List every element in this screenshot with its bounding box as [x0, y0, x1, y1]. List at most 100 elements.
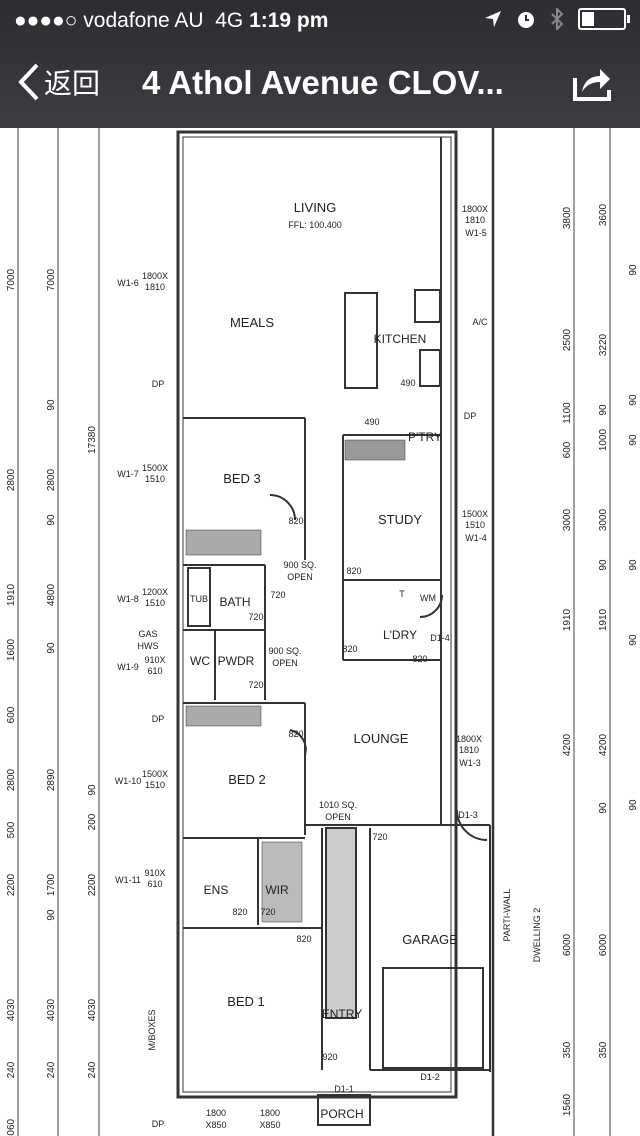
back-label: 返回 [44, 68, 101, 99]
misc-label-gas: GAS [138, 629, 157, 639]
room-label-lounge: LOUNGE [354, 731, 409, 746]
misc-label-dp: DP [152, 1119, 165, 1129]
window-size: 1500X [462, 509, 488, 519]
dimension-label: 90 [598, 559, 609, 571]
dimension-label: 90 [628, 559, 639, 571]
dimension-label: 820 [232, 907, 247, 917]
window-tag: W1-5 [465, 228, 487, 238]
location-arrow-icon [485, 11, 501, 27]
dimension-label: 2800 [46, 468, 57, 491]
door-tag: D1-1 [334, 1084, 354, 1094]
dimension-label: 90 [46, 909, 57, 921]
dimension-label: 820 [288, 729, 303, 739]
room-label-t: T [399, 589, 405, 599]
window-tag: W1-4 [465, 533, 487, 543]
dimension-label: 1000 [598, 428, 609, 451]
room-label-bed3: BED 3 [223, 471, 261, 486]
dimension-label: 3000 [598, 508, 609, 531]
dimension-label: 1910 [598, 608, 609, 631]
dimension-label: 2500 [562, 328, 573, 351]
dimension-label: 7000 [6, 268, 17, 291]
misc-label-dp: DP [152, 714, 165, 724]
dimension-label: 2200 [6, 873, 17, 896]
room-label-tub: TUB [190, 594, 208, 604]
dimension-label: 90 [46, 514, 57, 526]
dimension-label: 90 [46, 642, 57, 654]
dimension-label: 350 [598, 1041, 609, 1058]
clock: 1:19 pm [249, 9, 329, 32]
misc-label-dp: DP [464, 411, 477, 421]
dimension-label: 2890 [46, 768, 57, 791]
misc-label-w1800a: 1800 [206, 1108, 226, 1118]
signal-strength: ●●●●○ [14, 9, 78, 32]
dimension-label: 3800 [562, 206, 573, 229]
room-label-kitchen: KITCHEN [374, 332, 427, 346]
room-label-porch: PORCH [320, 1107, 363, 1121]
dimension-label: 600 [562, 441, 573, 458]
dimension-label: 820 [412, 654, 427, 664]
dimension-label: 720 [372, 832, 387, 842]
misc-label-x850b: X850 [259, 1120, 280, 1130]
opening-label: 1010 SQ. [319, 800, 357, 810]
room-label-wir: WIR [265, 883, 289, 897]
window-size: 1200X [142, 587, 168, 597]
room-label-ens: ENS [204, 883, 229, 897]
misc-label-hws: HWS [138, 641, 159, 651]
dimension-label: 200 [87, 813, 98, 830]
share-button[interactable] [572, 64, 612, 107]
window-size: 910X [144, 868, 165, 878]
navigation-bar: 返回 4 Athol Avenue CLOV... [0, 40, 640, 128]
room-label-entry: ENTRY [322, 1007, 362, 1021]
room-label-bath: BATH [219, 595, 250, 609]
dimension-label: 2800 [6, 768, 17, 791]
opening-label: OPEN [287, 572, 313, 582]
misc-label-x850a: X850 [205, 1120, 226, 1130]
dimension-label: 240 [46, 1061, 57, 1078]
window-size: 1800X [142, 271, 168, 281]
window-size: 1800X [462, 204, 488, 214]
window-tag: W1-9 [117, 662, 139, 672]
mboxes-label: M/BOXES [147, 1009, 157, 1050]
dimension-label: 4200 [598, 733, 609, 756]
room-label-bed1: BED 1 [227, 994, 265, 1009]
window-size: 610 [147, 879, 162, 889]
room-label-pwdr: PWDR [218, 654, 255, 668]
opening-label: OPEN [272, 658, 298, 668]
dimension-label: 1600 [6, 638, 17, 661]
window-tag: W1-8 [117, 594, 139, 604]
dimension-label: 6000 [562, 933, 573, 956]
misc-label-w1800b: 1800 [260, 1108, 280, 1118]
dimension-label: 90 [598, 404, 609, 416]
dimension-label: 90 [628, 799, 639, 811]
window-size: 1510 [465, 520, 485, 530]
dimension-label: 820 [296, 934, 311, 944]
room-label-study: STUDY [378, 512, 422, 527]
dimension-label: 820 [346, 566, 361, 576]
dimension-label: 720 [248, 612, 263, 622]
dimension-label: 1560 [562, 1093, 573, 1116]
dimension-label: 490 [400, 378, 415, 388]
dimension-label: 90 [628, 264, 639, 276]
back-button[interactable]: 返回 [18, 62, 100, 102]
door-tag: D1-4 [430, 633, 450, 643]
opening-label: 900 SQ. [268, 646, 301, 656]
room-label-ffl: FFL: 100.400 [288, 220, 342, 230]
alarm-icon [518, 12, 534, 28]
dimension-label: 2800 [6, 468, 17, 491]
dimension-label: 1910 [6, 583, 17, 606]
dimension-label: 4030 [6, 998, 17, 1021]
dwelling2-label: DWELLING 2 [532, 908, 542, 963]
dimension-label: 90 [628, 434, 639, 446]
top-bar: ●●●●○ vodafone AU 4G 1:19 pm 返回 4 Athol … [0, 0, 640, 128]
network-type: 4G [215, 9, 244, 32]
room-label-pantry: P'TRY [408, 430, 442, 444]
dimension-label: 1100 [562, 402, 573, 424]
room-label-laundry: L'DRY [383, 628, 417, 642]
dimension-label: 7000 [46, 268, 57, 291]
dimension-label: 920 [322, 1052, 337, 1062]
door-tag: D1-2 [420, 1072, 440, 1082]
battery-icon [578, 8, 630, 30]
dimension-label: 820 [342, 644, 357, 654]
